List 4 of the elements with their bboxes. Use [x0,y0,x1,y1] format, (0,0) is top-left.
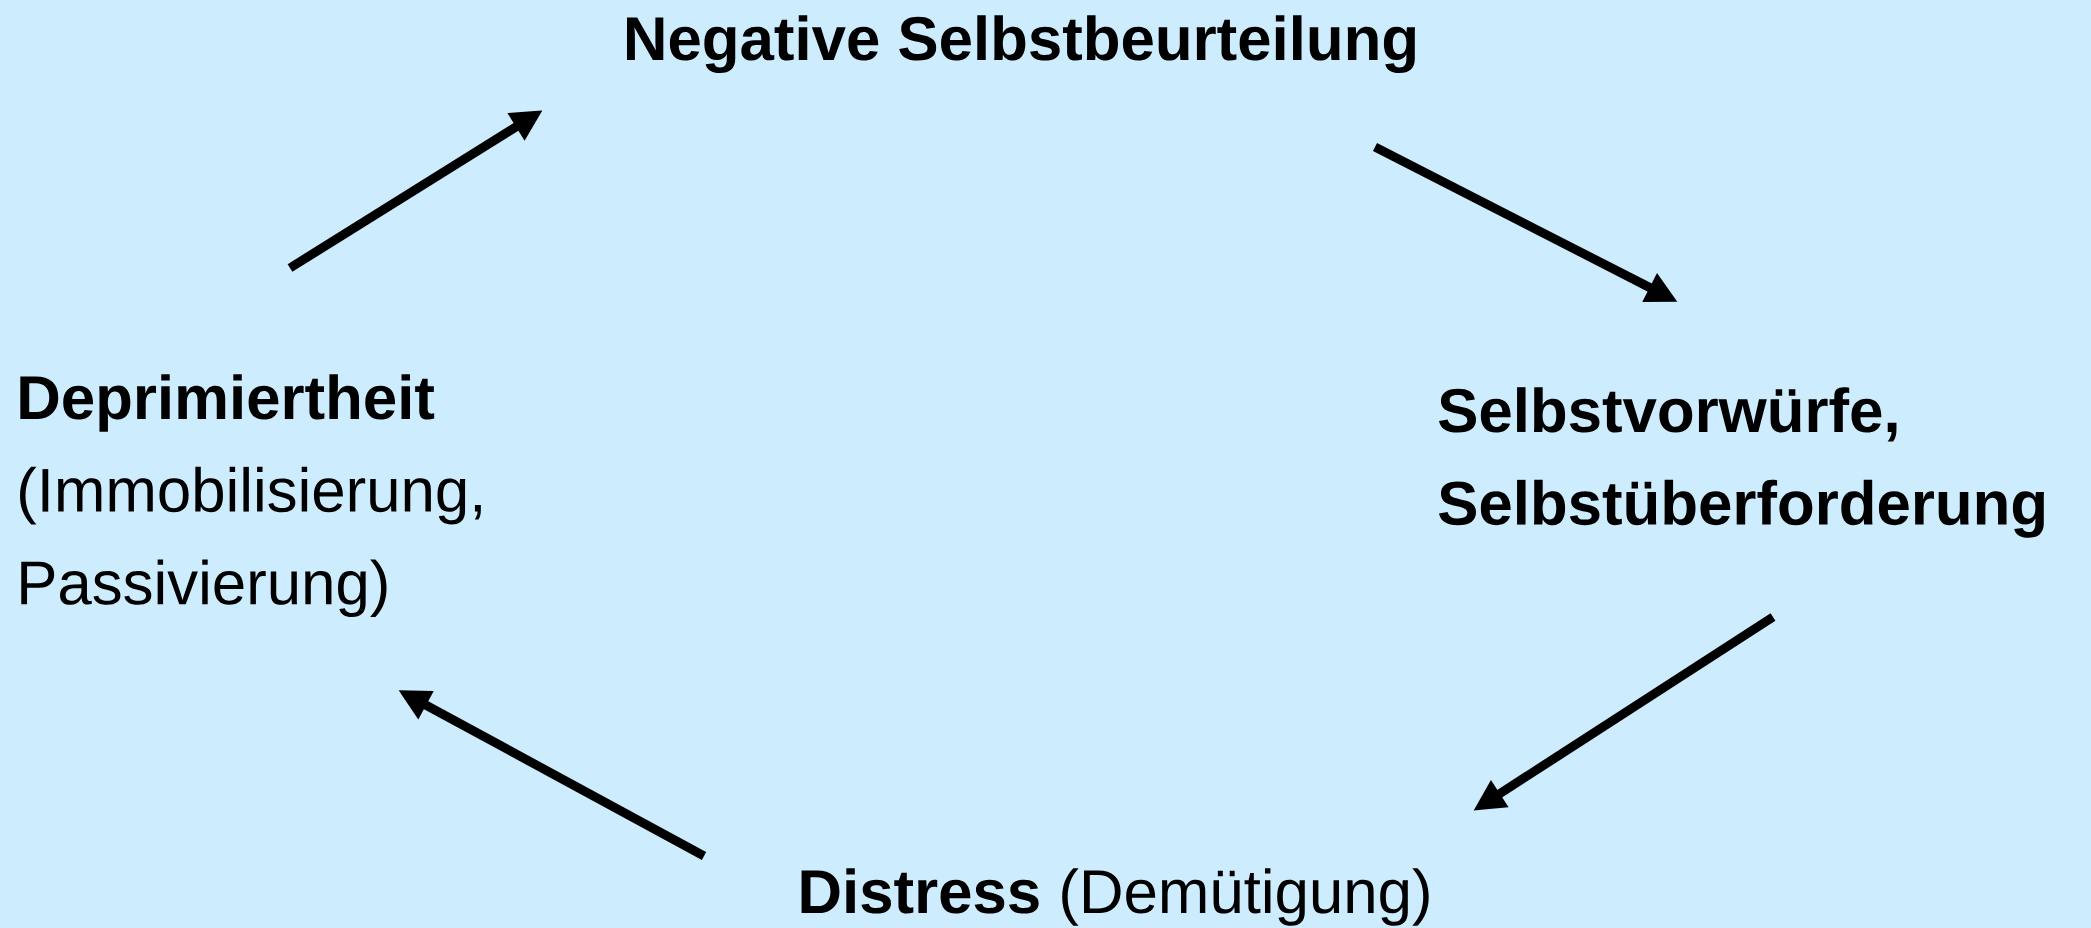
text-label: Negative Selbstbeurteilung [627,15,1415,74]
text-label: Distress (Demütigung) [801,868,1429,926]
text-label: Selbstvorwürfe, Selbstüberforderung [1439,387,2044,538]
text-label: Deprimiertheit (Immobilisierung, Passivierung) [20,374,481,618]
